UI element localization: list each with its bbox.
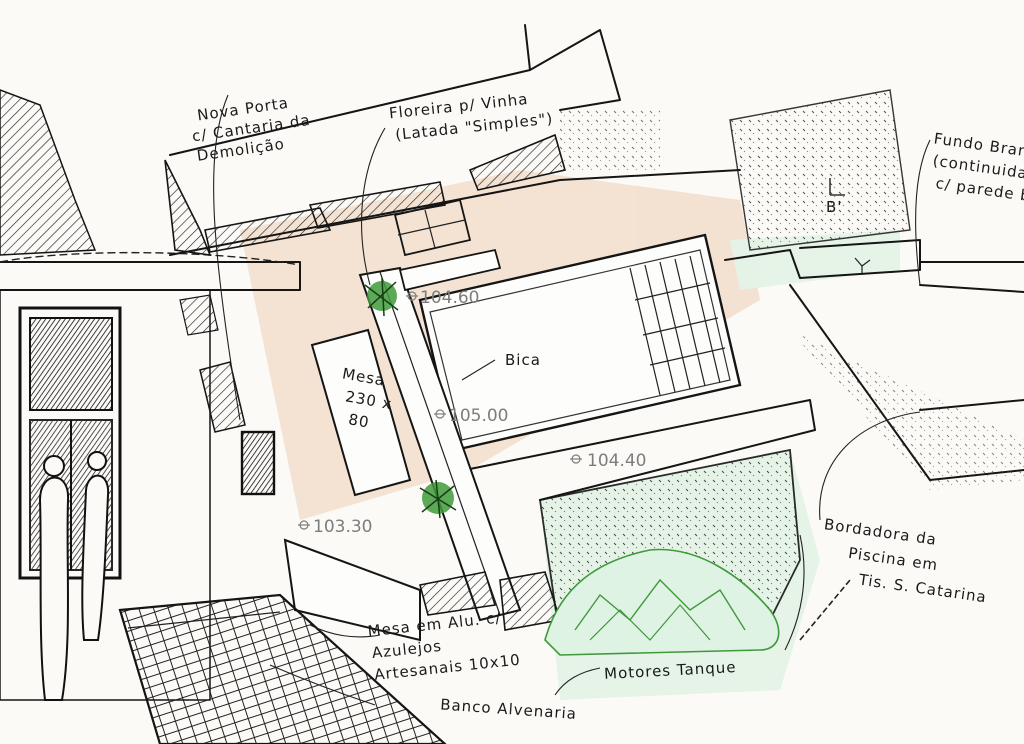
elevation-label-3: 104.40 <box>587 451 646 471</box>
label-bica: Bica <box>505 351 541 369</box>
table-small <box>240 430 276 496</box>
section-mark: B' <box>826 198 842 216</box>
plant-green-1 <box>364 277 399 317</box>
table-large <box>310 328 412 497</box>
human-figures <box>38 451 110 701</box>
pool-steps <box>629 255 726 396</box>
planter-strip <box>358 198 562 631</box>
right-terrace <box>724 89 1024 490</box>
label-mesa-alu-2: Azulejos <box>371 637 443 662</box>
annotations: Nova Porta c/ Cantaria da Demolição <box>191 94 312 165</box>
elevation-markers: 104.60 105.00 104.40 103.30 <box>298 288 646 537</box>
label-banco-alvenaria: Banco Alvenaria <box>440 695 578 723</box>
pool-terrace <box>418 233 816 641</box>
elevation-marker-2: 105.00 <box>434 406 508 426</box>
elevation-label-2: 105.00 <box>449 406 508 426</box>
elevation-label-1: 104.60 <box>420 288 479 308</box>
plant-green-2 <box>419 479 457 519</box>
upper-walls <box>164 24 741 256</box>
existing-house <box>0 89 301 701</box>
elevation-label-4: 103.30 <box>313 517 372 537</box>
label-bordadura-1: Bordadora da <box>823 515 938 549</box>
label-mesa-3: 80 <box>347 410 371 431</box>
label-bordadura-3: Tis. S. Catarina <box>857 570 988 606</box>
elevation-marker-4: 103.30 <box>298 517 372 537</box>
elevation-marker-1: 104.60 <box>406 288 479 308</box>
section-cut-marker <box>799 579 851 641</box>
motor-tank-area <box>544 548 780 656</box>
elevation-marker-3: 104.40 <box>570 451 646 471</box>
leader-lines <box>213 94 931 706</box>
